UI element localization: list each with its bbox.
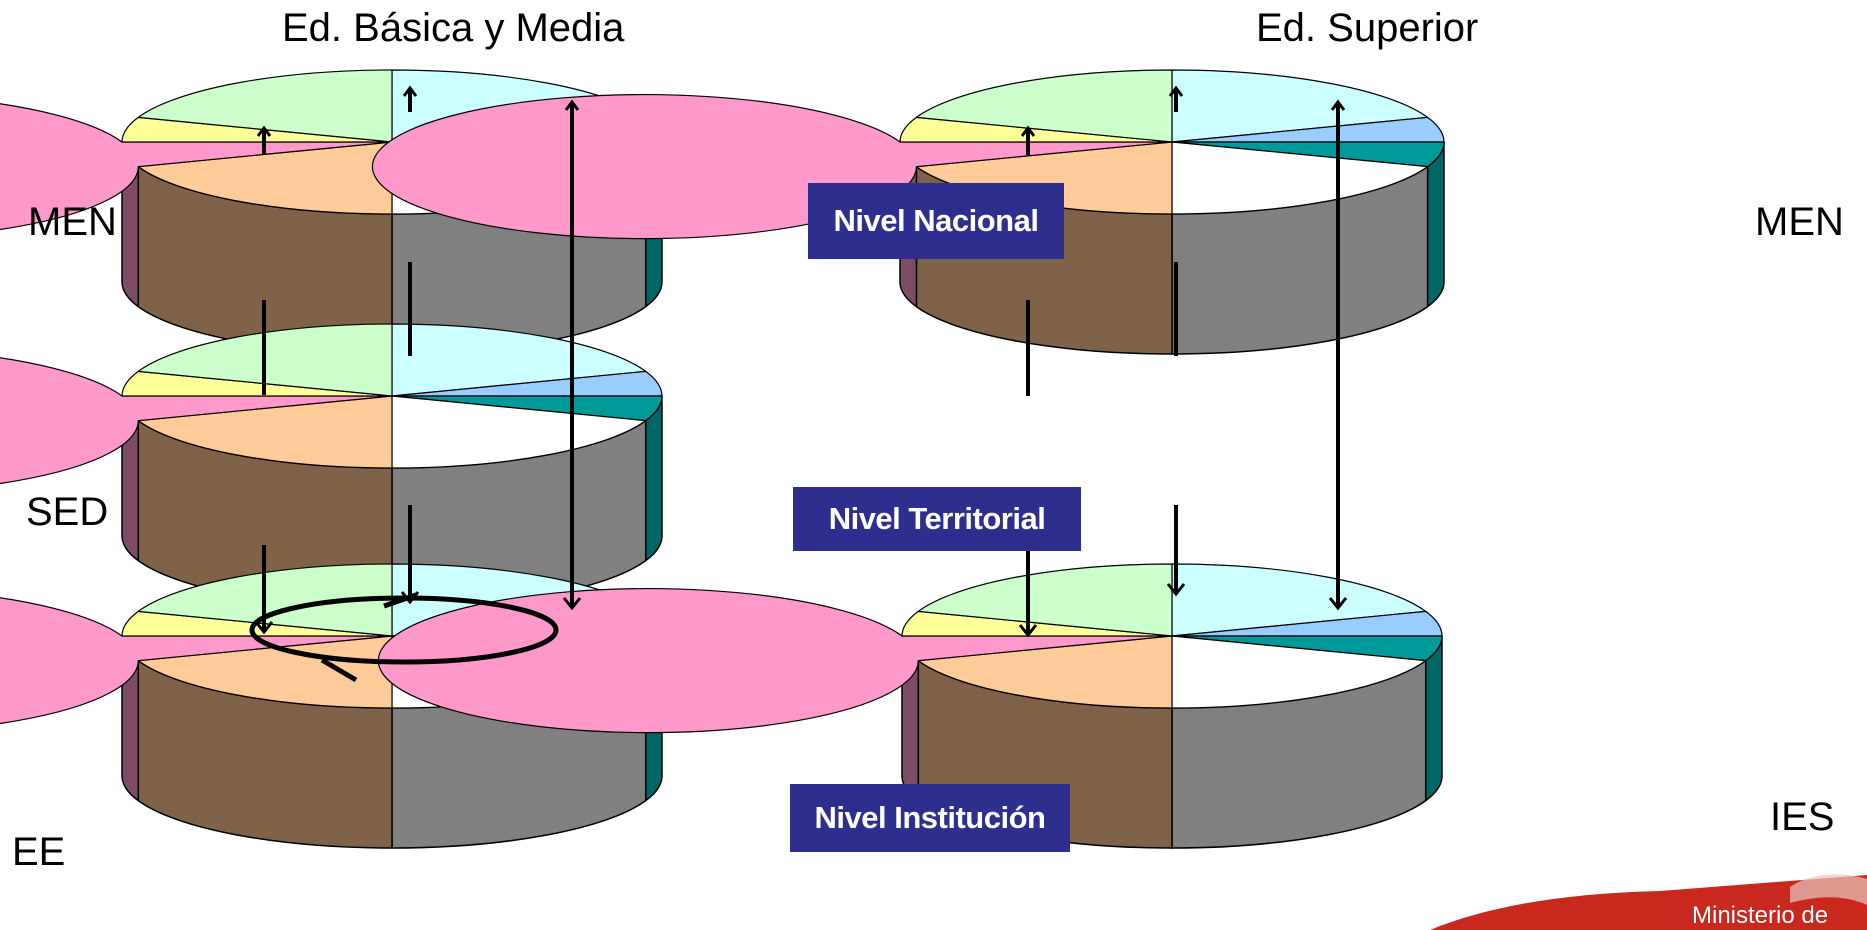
- disk-men-right-side-0: [1426, 141, 1445, 309]
- ministry-logo: Ministerio de: [1430, 874, 1867, 930]
- cycle-arrow-top: [383, 592, 417, 609]
- disk-men-left-slice-7: [136, 69, 393, 143]
- label-men-right: MEN: [1755, 200, 1844, 244]
- disk-sed-slice-0: [391, 323, 648, 397]
- arrow-right-b-top-head: [1168, 85, 1184, 97]
- title-higher-education: Ed. Superior: [1256, 6, 1479, 50]
- disk-ies-slice-7: [916, 563, 1173, 637]
- logo-text: Ministerio de: [1692, 902, 1828, 929]
- disk-ies-slice-0: [1171, 563, 1428, 637]
- disk-ies-side-0: [1424, 635, 1443, 803]
- label-men-left: MEN: [28, 200, 117, 244]
- level-territorial-box: Nivel Territorial: [793, 487, 1081, 551]
- disk-men-left-slice-4: [136, 141, 393, 215]
- arrow-right-a-top-head: [1020, 125, 1036, 137]
- arrow-left-a-top-head: [256, 125, 272, 137]
- label-sed: SED: [26, 490, 109, 534]
- arrow-right-a-low-head: [1018, 624, 1038, 638]
- cycle-arrow-bottom: [320, 657, 358, 683]
- level-national-box: Nivel Nacional: [808, 183, 1064, 259]
- arrow-left-a-low-head: [254, 621, 274, 635]
- level-institution-box: Nivel Institución: [790, 784, 1070, 852]
- arrow-right-c-head-down: [1328, 597, 1348, 611]
- disk-sed-slice-5: [0, 357, 393, 485]
- arrow-right-b-low-head: [1166, 583, 1186, 597]
- disk-sed-slice-3: [391, 395, 648, 469]
- arrow-left-c-head-down: [562, 597, 582, 611]
- arrow-left-b-top-head: [402, 85, 418, 97]
- disk-ies-slice-4: [916, 635, 1173, 709]
- disk-sed-slice-4: [136, 395, 393, 469]
- arrow-left-c-head-up: [564, 99, 580, 111]
- disk-sed-side-0: [644, 395, 663, 563]
- disk-ies-slice-3: [1171, 635, 1428, 709]
- disk-men-left-slice-5: [0, 103, 393, 231]
- disk-ee-slice-5: [0, 597, 393, 725]
- label-ies: IES: [1770, 795, 1835, 839]
- label-ee: EE: [12, 830, 66, 874]
- disk-men-right-slice-3: [1171, 141, 1430, 215]
- disk-men-right-slice-0: [1171, 69, 1430, 143]
- arrow-right-c-head-up: [1330, 99, 1346, 111]
- disk-ies-slice-5: [377, 588, 1173, 734]
- title-basic-education: Ed. Básica y Media: [282, 6, 625, 50]
- disk-ee-slice-4: [136, 635, 393, 709]
- disk-men-right-slice-7: [914, 69, 1173, 143]
